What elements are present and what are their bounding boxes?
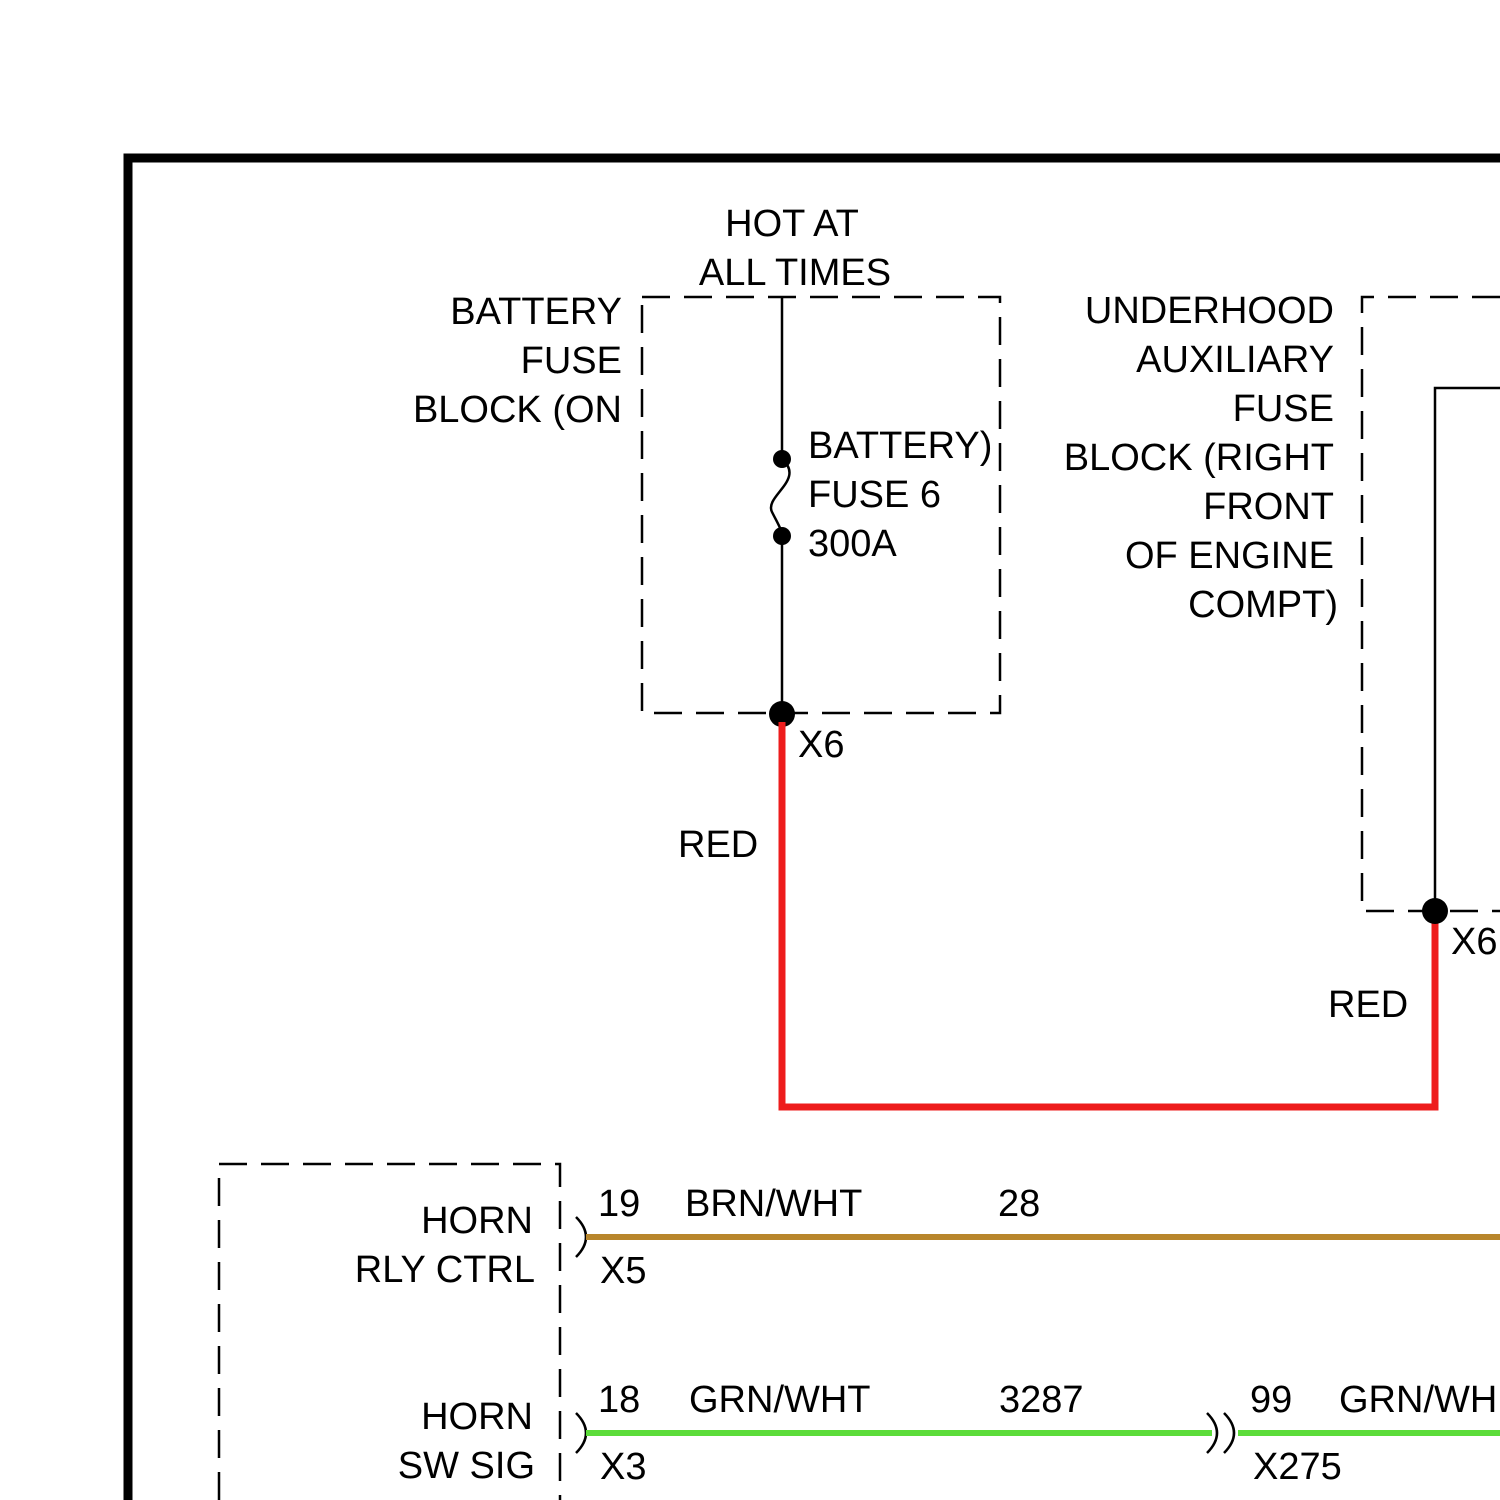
underhood-label-line-4: BLOCK (RIGHT [1064,437,1334,479]
horn-sw-sig-circuit-number: 3287 [999,1379,1084,1421]
horn-rly-ctrl-line-1: HORN [421,1200,533,1242]
fuse-6-label: BATTERY) FUSE 6 300A [808,425,992,565]
battery-fuse-block-label: BATTERY FUSE BLOCK (ON [413,291,622,431]
fuse-terminal-top [773,450,791,468]
horn-sw-sig-pin: 18 [598,1379,640,1421]
underhood-label-line-7: COMPT) [1188,584,1338,626]
underhood-label-line-6: OF ENGINE [1125,535,1334,577]
underhood-fuse-block-label: UNDERHOOD AUXILIARY FUSE BLOCK (RIGHT FR… [1064,290,1338,626]
red-wire-label-right: RED [1328,984,1408,1026]
fuse-label-line-1: BATTERY) [808,425,992,467]
underhood-internal-wire [1435,388,1500,911]
hot-label-line-1: HOT AT [725,203,859,245]
hot-label-line-2: ALL TIMES [699,252,891,294]
fuse-label-line-3: 300A [808,523,897,565]
fuse-6-symbol [771,459,790,536]
underhood-label-line-5: FRONT [1203,486,1334,528]
horn-rly-ctrl-circuit-number: 28 [998,1183,1040,1225]
horn-sw-sig-label: HORN SW SIG [398,1396,535,1487]
battery-x6-label: X6 [798,724,844,766]
horn-sw-sig-line-1: HORN [421,1396,533,1438]
horn-rly-ctrl-pin: 19 [598,1183,640,1225]
horn-rly-ctrl-label: HORN RLY CTRL [355,1200,535,1291]
underhood-label-line-3: FUSE [1233,388,1334,430]
x275-wire-color: GRN/WH [1339,1379,1497,1421]
horn-sw-sig-wire-color: GRN/WHT [689,1379,871,1421]
battery-block-label-line-3: BLOCK (ON [413,389,622,431]
horn-rly-ctrl-wire-color: BRN/WHT [685,1183,862,1225]
battery-block-label-line-1: BATTERY [450,291,622,333]
underhood-x6-connector-dot [1422,898,1448,924]
underhood-x6-label: X6 [1451,921,1497,963]
underhood-label-line-1: UNDERHOOD [1085,290,1334,332]
red-wire-label-left: RED [678,824,758,866]
x3-connector-label: X3 [600,1446,646,1488]
fuse-label-line-2: FUSE 6 [808,474,941,516]
underhood-label-line-2: AUXILIARY [1136,339,1334,381]
horn-sw-sig-line-2: SW SIG [398,1445,535,1487]
x5-connector-label: X5 [600,1250,646,1292]
hot-at-all-times-label: HOT AT ALL TIMES [699,203,891,294]
x3-connector-symbol [576,1413,586,1453]
battery-block-label-line-2: FUSE [521,340,622,382]
x275-connector-label: X275 [1253,1446,1342,1488]
horn-rly-ctrl-line-2: RLY CTRL [355,1249,535,1291]
x5-connector-symbol [576,1217,586,1257]
red-wire [782,722,1435,1107]
x275-pin: 99 [1250,1379,1292,1421]
